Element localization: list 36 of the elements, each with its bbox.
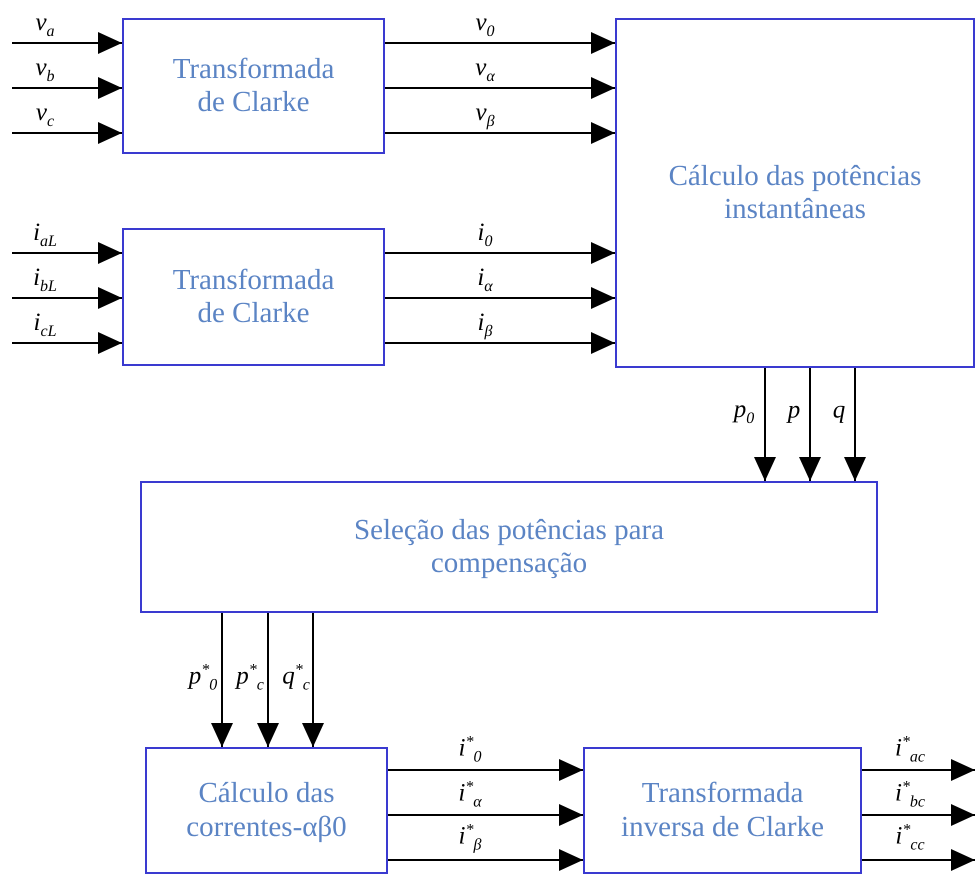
process-box [583, 747, 862, 874]
arrow [385, 332, 615, 354]
process-box [122, 228, 385, 366]
arrow [844, 368, 866, 481]
block-label: Transformada inversa de Clarke [620, 777, 825, 844]
arrow [388, 759, 583, 781]
arrow [385, 242, 615, 264]
arrow [12, 287, 122, 309]
process-box [615, 18, 975, 368]
arrow [302, 613, 324, 747]
arrow [12, 242, 122, 264]
arrow [385, 77, 615, 99]
arrow [257, 613, 279, 747]
process-box [140, 481, 878, 613]
process-box [122, 18, 385, 154]
arrow [388, 804, 583, 826]
arrow [799, 368, 821, 481]
block-label: Seleção das potências para compensação [353, 514, 665, 580]
arrow [388, 849, 583, 871]
arrow [862, 804, 975, 826]
process-box [145, 747, 388, 874]
arrow [862, 849, 975, 871]
block-label: Transformada de Clarke [172, 264, 336, 330]
arrow [12, 32, 122, 54]
block-label: Transformada de Clarke [172, 52, 336, 120]
arrow [385, 122, 615, 144]
arrow [385, 32, 615, 54]
block-label: Cálculo das potências instantâneas [668, 160, 922, 226]
arrow [862, 759, 975, 781]
arrow [211, 613, 233, 747]
arrow [385, 287, 615, 309]
arrow [12, 332, 122, 354]
arrow [754, 368, 776, 481]
block-label: Cálculo das correntes-αβ0 [185, 777, 348, 844]
arrow [12, 122, 122, 144]
arrow [12, 77, 122, 99]
